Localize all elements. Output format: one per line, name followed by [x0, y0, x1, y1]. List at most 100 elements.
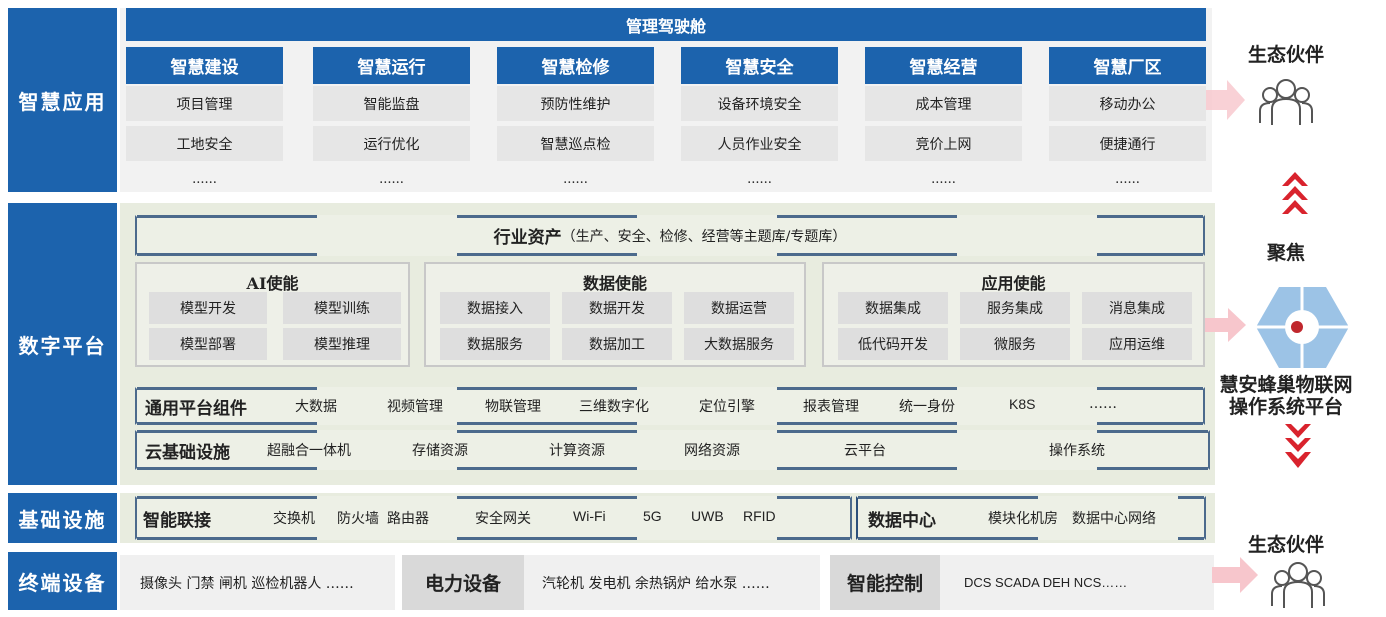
- partner-bottom-arrow-icon: [1212, 557, 1258, 593]
- layer-label-app: 智慧应用: [8, 8, 117, 192]
- cloud-title: 云基础设施: [145, 442, 230, 463]
- datacenter-row: 数据中心 模块化机房 数据中心网络: [856, 496, 1206, 540]
- app-item: 成本管理: [865, 86, 1022, 121]
- enable-panel: AI使能模型开发模型训练模型部署模型推理: [135, 262, 410, 367]
- people-icon: [1259, 79, 1313, 125]
- panel-item: 微服务: [960, 328, 1070, 360]
- terminal-title: 电力设备: [402, 555, 524, 610]
- arrow-up-icon: [1282, 172, 1308, 214]
- common-item: 统一身份: [899, 399, 955, 415]
- connect-item: 路由器: [387, 511, 429, 527]
- cockpit-bar: 管理驾驶舱: [126, 8, 1206, 41]
- app-item: 智慧巡点检: [497, 126, 654, 161]
- industry-assets-sub: （生产、安全、检修、经营等主题库/专题库）: [561, 228, 847, 245]
- app-item: 人员作业安全: [681, 126, 838, 161]
- connect-item: UWB: [691, 508, 724, 524]
- app-item: 便捷通行: [1049, 126, 1206, 161]
- datacenter-title: 数据中心: [868, 510, 936, 531]
- app-column-title: 智慧建设: [126, 47, 283, 84]
- app-item: 设备环境安全: [681, 86, 838, 121]
- focus-arrow-icon: [1198, 308, 1246, 342]
- cloud-item: 网络资源: [684, 443, 740, 459]
- panel-title: 应用使能: [981, 274, 1046, 293]
- app-ellipsis: ......: [379, 171, 404, 187]
- app-ellipsis: ......: [563, 171, 588, 187]
- focus-label: 聚焦: [1266, 242, 1305, 264]
- panel-item: 数据加工: [562, 328, 672, 360]
- cloud-item: 计算资源: [549, 443, 605, 459]
- panel-item: 应用运维: [1082, 328, 1192, 360]
- app-item: 预防性维护: [497, 86, 654, 121]
- panel-item: 大数据服务: [684, 328, 794, 360]
- app-column-title: 智慧厂区: [1049, 47, 1206, 84]
- panel-item: 服务集成: [960, 292, 1070, 324]
- datacenter-item: 数据中心网络: [1072, 511, 1156, 527]
- connect-item: RFID: [743, 508, 776, 524]
- app-item: 工地安全: [126, 126, 283, 161]
- people-icon: [1271, 562, 1325, 608]
- app-item: 移动办公: [1049, 86, 1206, 121]
- panel-item: 数据服务: [440, 328, 550, 360]
- common-item: ……: [1089, 396, 1117, 412]
- layer-label-terminal: 终端设备: [8, 552, 117, 610]
- app-ellipsis: ......: [747, 171, 772, 187]
- common-item: 定位引擎: [699, 399, 755, 415]
- app-column-title: 智慧运行: [313, 47, 470, 84]
- app-ellipsis: ......: [1115, 171, 1140, 187]
- enable-panel: 数据使能数据接入数据开发数据运营数据服务数据加工大数据服务: [424, 262, 806, 367]
- terminal-title: 智能控制: [830, 555, 940, 610]
- app-item: 项目管理: [126, 86, 283, 121]
- panel-item: 低代码开发: [838, 328, 948, 360]
- partner-top-icon: [1195, 80, 1245, 120]
- cloud-infra-row: 云基础设施 超融合一体机 存储资源 计算资源 网络资源 云平台 操作系统: [135, 430, 1210, 470]
- common-item: 三维数字化: [579, 399, 649, 415]
- panel-item: 数据集成: [838, 292, 948, 324]
- panel-item: 模型部署: [149, 328, 267, 360]
- panel-title: AI使能: [246, 274, 299, 293]
- common-item: K8S: [1009, 396, 1036, 412]
- hexagon-platform-logo: [1256, 287, 1349, 368]
- panel-title: 数据使能: [582, 274, 647, 293]
- panel-item: 模型推理: [283, 328, 401, 360]
- app-ellipsis: ......: [192, 171, 217, 187]
- platform-name: 慧安蜂巢物联网 操作系统平台: [1219, 374, 1353, 418]
- app-column-title: 智慧经营: [865, 47, 1022, 84]
- app-column-title: 智慧安全: [681, 47, 838, 84]
- app-column-title: 智慧检修: [497, 47, 654, 84]
- terminal-items: 汽轮机 发电机 余热锅炉 给水泵 ……: [542, 575, 770, 592]
- app-item: 运行优化: [313, 126, 470, 161]
- cloud-item: 云平台: [844, 443, 886, 459]
- app-item: 竞价上网: [865, 126, 1022, 161]
- terminal-group-power: 电力设备 汽轮机 发电机 余热锅炉 给水泵 ……: [402, 555, 820, 610]
- enable-panel: 应用使能数据集成服务集成消息集成低代码开发微服务应用运维: [822, 262, 1205, 367]
- terminal-items: 摄像头 门禁 闸机 巡检机器人 ……: [140, 575, 354, 592]
- app-item: 智能监盘: [313, 86, 470, 121]
- common-item: 报表管理: [803, 399, 859, 415]
- cloud-item: 存储资源: [412, 443, 468, 459]
- arrow-down-icon: [1285, 424, 1311, 468]
- terminal-group-devices: 摄像头 门禁 闸机 巡检机器人 ……: [120, 555, 395, 610]
- connect-item: Wi-Fi: [573, 508, 606, 524]
- panel-item: 数据接入: [440, 292, 550, 324]
- industry-assets-title: 行业资产: [493, 228, 562, 248]
- connect-item: 防火墙: [337, 511, 379, 527]
- connect-item: 交换机: [273, 511, 315, 527]
- cloud-item: 超融合一体机: [267, 443, 351, 459]
- datacenter-item: 模块化机房: [988, 511, 1058, 527]
- panel-item: 消息集成: [1082, 292, 1192, 324]
- industry-assets-box: 行业资产 （生产、安全、检修、经营等主题库/专题库）: [135, 215, 1205, 256]
- panel-item: 数据运营: [684, 292, 794, 324]
- connect-title: 智能联接: [143, 510, 211, 531]
- terminal-group-control: 智能控制 DCS SCADA DEH NCS……: [830, 555, 1214, 610]
- panel-item: 模型开发: [149, 292, 267, 324]
- layer-label-platform: 数字平台: [8, 203, 117, 485]
- common-item: 物联管理: [485, 399, 541, 415]
- cloud-item: 操作系统: [1049, 443, 1105, 459]
- partner-bottom-label: 生态伙伴: [1247, 534, 1324, 556]
- partner-top-label: 生态伙伴: [1247, 44, 1324, 66]
- layer-label-infra: 基础设施: [8, 493, 117, 543]
- common-title: 通用平台组件: [145, 398, 247, 419]
- common-item: 视频管理: [387, 399, 443, 415]
